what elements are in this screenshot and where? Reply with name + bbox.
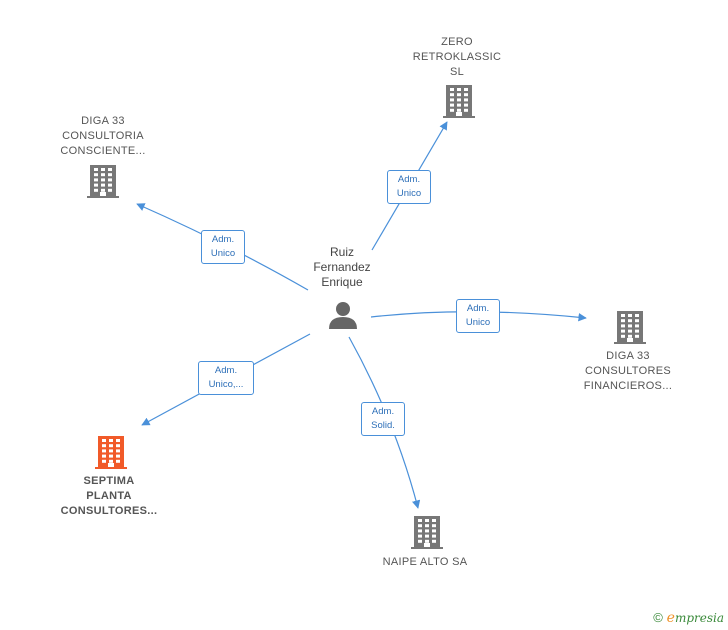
edge-label-line: Unico (396, 188, 422, 199)
person-icon[interactable] (329, 302, 357, 329)
edge-label-line: Solid. (371, 420, 395, 431)
node-label-line: DIGA 33 (606, 350, 650, 362)
edge-label-naipe[interactable]: Adm. Solid. (361, 402, 405, 436)
node-label-line: FINANCIEROS... (583, 380, 673, 392)
edge-label-line: Adm. (397, 174, 421, 185)
node-label-line: PLANTA (86, 490, 132, 502)
node-label-line: CONSCIENTE... (60, 145, 146, 157)
building-icon[interactable] (95, 436, 127, 469)
building-icon[interactable] (443, 85, 475, 118)
node-label-line: CONSULTORES (584, 365, 672, 377)
edge-label-line: Unico (210, 248, 236, 259)
center-name-line: Ruiz (329, 245, 354, 259)
building-icon[interactable] (87, 165, 119, 198)
edge-label-line: Unico,... (208, 379, 244, 390)
center-person-name[interactable]: Ruiz Fernandez Enrique (300, 245, 384, 290)
node-label-line: CONSULTORIA (62, 130, 144, 142)
node-label-zero[interactable]: ZERO RETROKLASSIC SL (397, 35, 517, 80)
node-label-line: SEPTIMA (83, 475, 135, 487)
edge-label-line: Adm. (211, 234, 235, 245)
copyright-symbol: © (653, 610, 663, 625)
node-label-line: DIGA 33 (81, 115, 125, 127)
node-label-line: NAIPE ALTO SA (382, 556, 468, 568)
node-label-line: ZERO (441, 36, 473, 48)
building-icon[interactable] (614, 311, 646, 344)
node-label-line: CONSULTORES... (60, 505, 158, 517)
center-name-line: Enrique (321, 275, 363, 289)
center-name-line: Fernandez (313, 260, 371, 274)
edge-label-diga-consultoria[interactable]: Adm. Unico (201, 230, 245, 264)
edge-label-line: Adm. (214, 365, 238, 376)
building-icon[interactable] (411, 516, 443, 549)
node-label-diga-financieros[interactable]: DIGA 33 CONSULTORES FINANCIEROS... (568, 349, 688, 394)
brand-initial: e (666, 610, 675, 626)
edge-label-line: Adm. (466, 303, 490, 314)
edge-label-line: Adm. (371, 406, 395, 417)
node-label-naipe[interactable]: NAIPE ALTO SA (365, 555, 485, 570)
node-label-septima[interactable]: SEPTIMA PLANTA CONSULTORES... (43, 474, 175, 519)
brand-footer: © empresia (653, 610, 724, 626)
node-label-line: RETROKLASSIC (412, 51, 502, 63)
node-label-line: SL (449, 66, 465, 78)
edge-label-zero[interactable]: Adm. Unico (387, 170, 431, 204)
edge-label-diga-financieros[interactable]: Adm. Unico (456, 299, 500, 333)
node-label-diga-consultoria[interactable]: DIGA 33 CONSULTORIA CONSCIENTE... (43, 114, 163, 159)
brand-name: mpresia (674, 611, 724, 625)
edge-label-septima[interactable]: Adm. Unico,... (198, 361, 254, 395)
edge-label-line: Unico (465, 317, 491, 328)
